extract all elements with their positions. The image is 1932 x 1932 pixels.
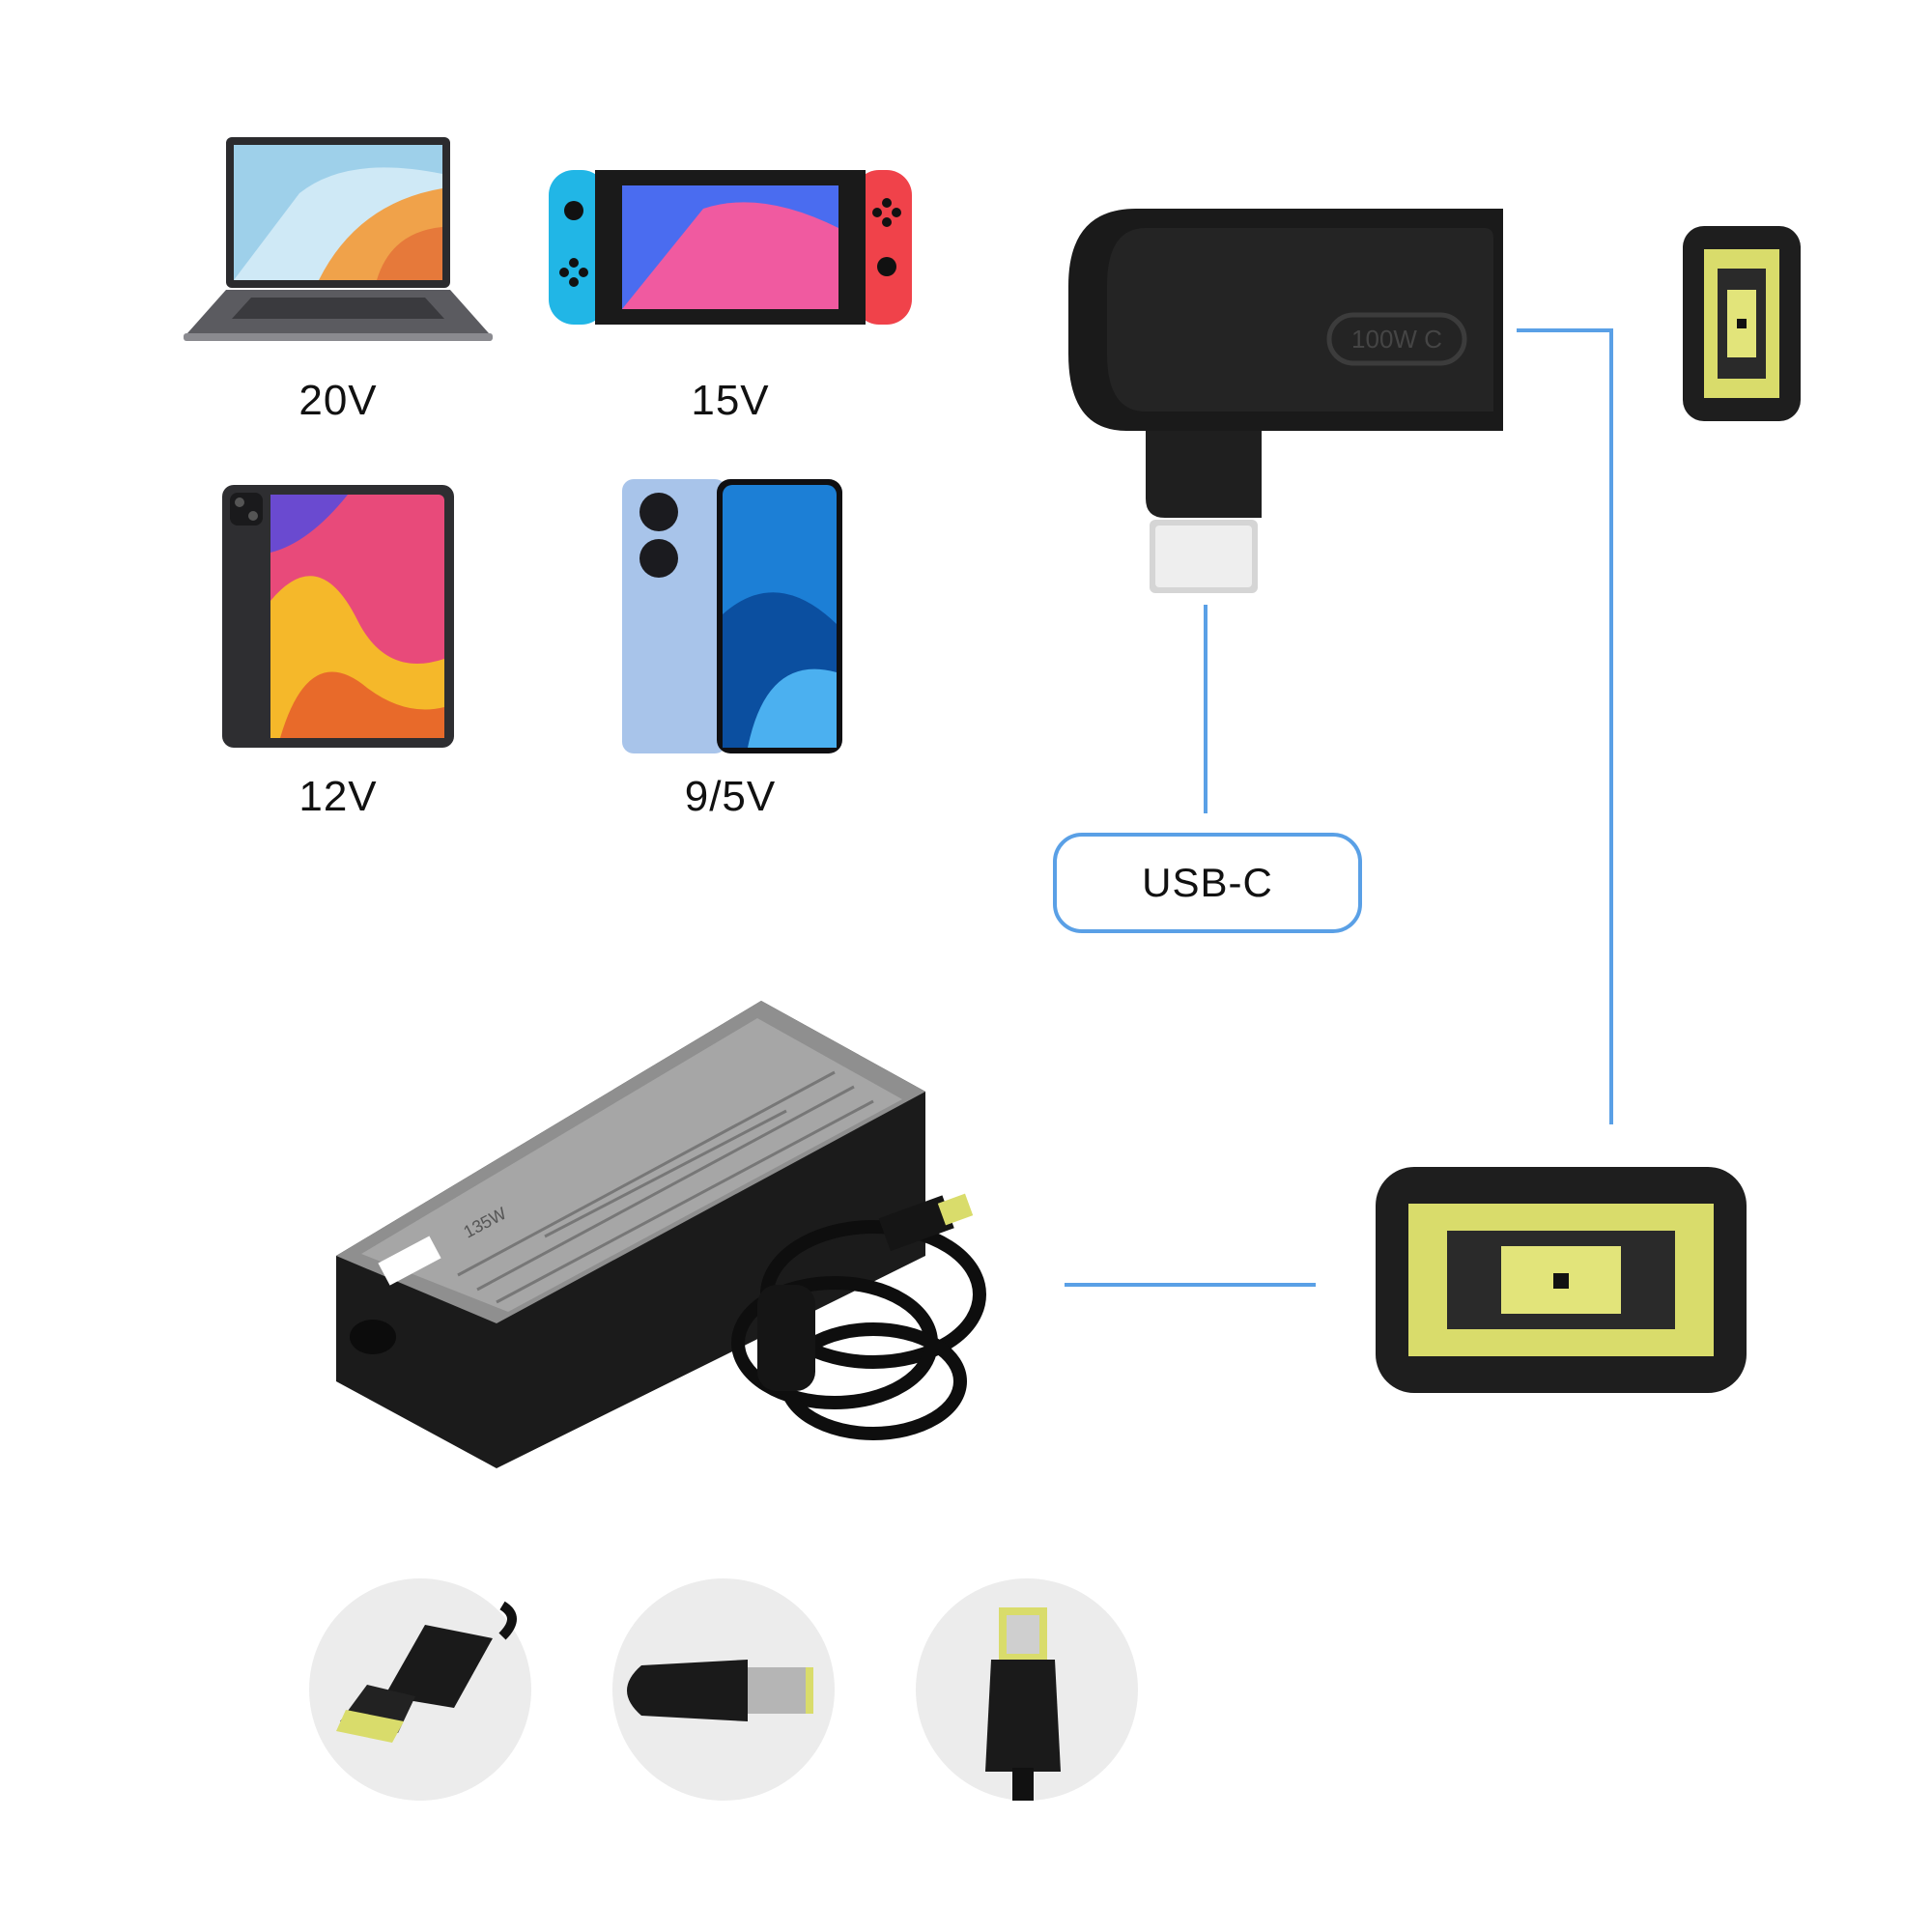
connector-line-brick-horizontal: [1065, 1283, 1316, 1287]
power-brick-icon: 135W: [336, 1001, 986, 1468]
voltage-label-tablet: 12V: [298, 773, 378, 820]
usb-c-label-box: USB-C: [1053, 833, 1362, 933]
connector-line-right-vertical: [1609, 328, 1613, 1124]
large-square-tip-icon: [1376, 1167, 1747, 1393]
adapter-engraving: 100W C: [1351, 325, 1442, 354]
tip-view-top-icon: [916, 1578, 1138, 1801]
game-console-icon: [549, 170, 912, 325]
tip-view-side-icon: [612, 1578, 835, 1801]
tip-view-angled-icon: [309, 1578, 531, 1801]
smartphone-icon: [622, 479, 842, 753]
small-square-tip-icon: [1683, 226, 1801, 421]
usb-c-adapter-icon: 100W C: [1068, 209, 1503, 593]
voltage-label-laptop: 20V: [298, 377, 378, 424]
usb-c-label: USB-C: [1142, 860, 1273, 905]
voltage-label-game-console: 15V: [691, 377, 770, 424]
connector-line-usbc-vertical: [1204, 605, 1208, 813]
voltage-label-smartphone: 9/5V: [684, 773, 777, 820]
connector-line-top-horizontal: [1517, 328, 1613, 332]
laptop-icon: [184, 137, 493, 341]
tablet-icon: [222, 485, 454, 748]
